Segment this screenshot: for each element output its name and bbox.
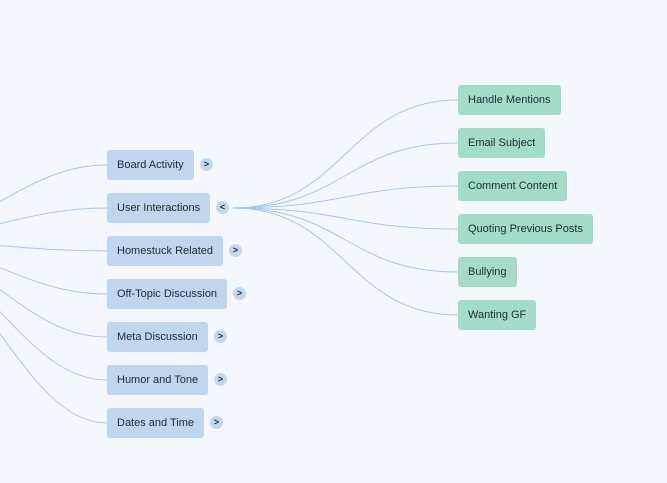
child-link — [232, 185, 459, 209]
category-link — [0, 164, 108, 203]
leaf-node-comment-content[interactable]: Comment Content — [458, 171, 568, 201]
category-node-off-topic-discussion[interactable]: Off-Topic Discussion — [107, 279, 228, 309]
category-node-homestuck-related[interactable]: Homestuck Related — [107, 236, 223, 266]
expand-toggle-off-topic-discussion[interactable]: > — [233, 287, 246, 300]
child-link — [232, 207, 459, 230]
child-link — [232, 99, 459, 209]
leaf-node-wanting-gf[interactable]: Wanting GF — [458, 300, 537, 330]
child-link — [232, 207, 459, 273]
expand-toggle-board-activity[interactable]: > — [200, 158, 213, 171]
leaf-node-bullying[interactable]: Bullying — [458, 257, 517, 287]
category-node-meta-discussion[interactable]: Meta Discussion — [107, 322, 208, 352]
category-node-user-interactions[interactable]: User Interactions — [107, 193, 211, 223]
category-link — [0, 207, 108, 225]
leaf-node-email-subject[interactable]: Email Subject — [458, 128, 546, 158]
leaf-node-quoting-previous-posts[interactable]: Quoting Previous Posts — [458, 214, 593, 244]
child-link — [232, 207, 459, 316]
category-link — [0, 332, 108, 424]
category-node-dates-and-time[interactable]: Dates and Time — [107, 408, 205, 438]
child-link — [232, 142, 459, 209]
category-link — [0, 289, 108, 338]
expand-toggle-humor-and-tone[interactable]: > — [214, 373, 227, 386]
expand-toggle-meta-discussion[interactable]: > — [214, 330, 227, 343]
leaf-node-handle-mentions[interactable]: Handle Mentions — [458, 85, 561, 115]
category-link — [0, 267, 108, 295]
category-node-board-activity[interactable]: Board Activity — [107, 150, 194, 180]
expand-toggle-dates-and-time[interactable]: > — [210, 416, 223, 429]
category-link — [0, 310, 108, 381]
collapse-toggle-user-interactions[interactable]: < — [216, 201, 229, 214]
expand-toggle-homestuck-related[interactable]: > — [229, 244, 242, 257]
category-node-humor-and-tone[interactable]: Humor and Tone — [107, 365, 209, 395]
category-link — [0, 245, 108, 252]
